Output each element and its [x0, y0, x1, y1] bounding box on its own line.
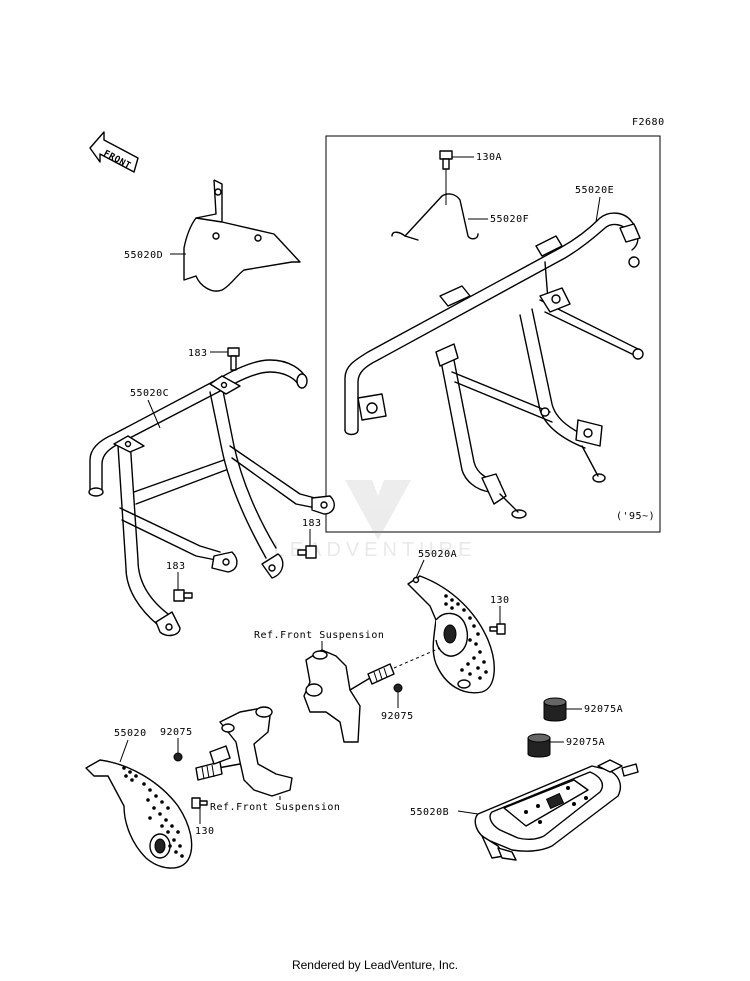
label-183-right: 183 — [302, 518, 322, 529]
disc-guard-55020a — [407, 575, 495, 694]
label-92075a-2: 92075A — [566, 737, 605, 748]
bolt-183-left-icon — [173, 589, 193, 602]
guard-55020c-bracket-icons — [113, 375, 335, 637]
spindle-thread-lower-icon — [201, 764, 215, 780]
label-130a: 130A — [476, 152, 502, 163]
label-ref-lower: Ref.Front Suspension — [210, 802, 340, 813]
nut-92075-mid-icon — [393, 683, 403, 693]
nut-92075-left-icon — [173, 752, 183, 762]
skid-plate-hole-icons — [524, 786, 588, 824]
figure-code: F2680 — [632, 117, 665, 128]
disc-guard-55020 — [85, 759, 193, 869]
bolt-183-top-icon — [227, 347, 240, 371]
guard-55020c — [88, 347, 335, 637]
guard-55020e — [344, 150, 644, 519]
label-183-top: 183 — [188, 348, 208, 359]
label-55020d: 55020D — [124, 250, 163, 261]
label-92075-left: 92075 — [160, 727, 193, 738]
bolt-183-right-icon — [297, 545, 317, 559]
label-130-lower: 130 — [195, 826, 215, 837]
label-55020f: 55020F — [490, 214, 529, 225]
leadventure-watermark: LEADVENTURE — [274, 480, 477, 561]
steering-knuckle-upper — [303, 647, 441, 743]
disc-guard-55020-hole-icons — [122, 766, 184, 858]
label-ref-upper: Ref.Front Suspension — [254, 630, 384, 641]
footer-credit: Rendered by LeadVenture, Inc. — [291, 958, 459, 972]
label-92075a-1: 92075A — [584, 704, 623, 715]
label-183-left: 183 — [166, 561, 186, 572]
guard-bracket-icons — [357, 223, 644, 519]
label-55020b: 55020B — [410, 807, 449, 818]
label-55020a: 55020A — [418, 549, 457, 560]
spindle-thread-icon — [373, 667, 388, 682]
label-55020: 55020 — [114, 728, 147, 739]
label-55020e: 55020E — [575, 185, 614, 196]
label-130-upper: 130 — [490, 595, 510, 606]
front-arrow-icon: FRONT — [89, 131, 139, 173]
bolt-130-upper-icon — [489, 623, 506, 635]
inset-note: ('95~) — [616, 511, 655, 522]
rubber-mount-92075a-1-icon — [543, 697, 567, 722]
bolt-130-lower-icon — [191, 797, 208, 809]
cover-55020d — [183, 179, 301, 292]
rubber-mount-92075a-2-icon — [527, 733, 551, 758]
disc-guard-55020a-hole-icons — [444, 594, 488, 680]
label-92075-mid: 92075 — [381, 711, 414, 722]
label-55020c: 55020C — [130, 388, 169, 399]
skid-plate-55020b — [474, 759, 639, 861]
watermark-text: LEADVENTURE — [274, 539, 477, 561]
bolt-130a-icon — [439, 150, 453, 170]
wire-clip-55020f-icon — [391, 193, 479, 240]
steering-knuckle-lower — [195, 706, 293, 797]
inset-frame — [325, 135, 661, 533]
